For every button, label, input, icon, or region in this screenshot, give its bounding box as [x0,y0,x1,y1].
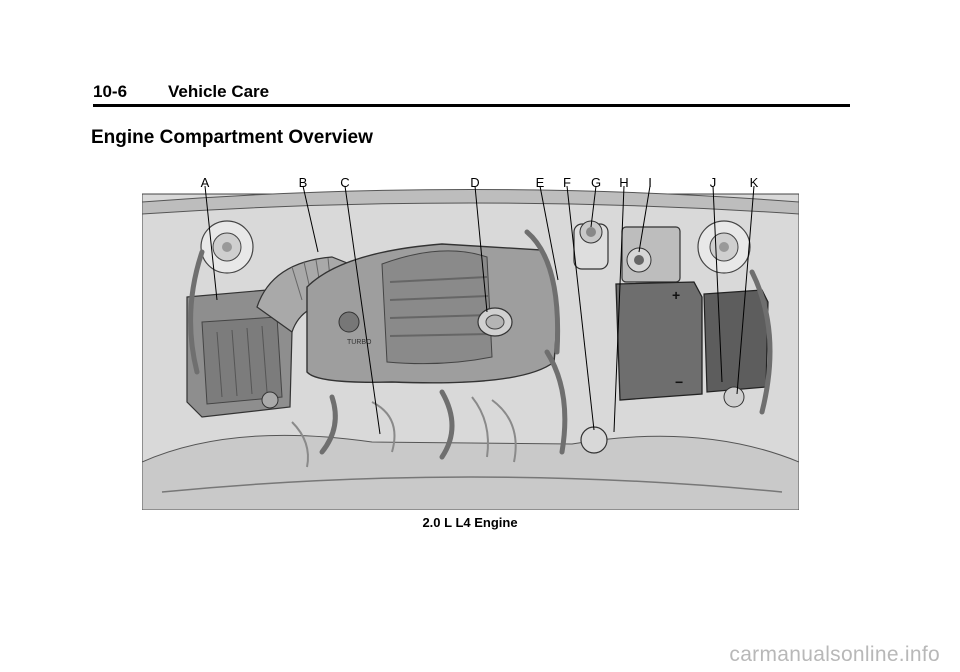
engine-coolant-cap [580,426,608,454]
left-strut-tower [200,220,254,274]
callout-a: A [200,175,210,190]
callout-j: J [709,175,717,190]
callout-k: K [749,175,759,190]
air-cleaner-box [186,289,293,418]
svg-text:−: − [675,374,683,390]
washer-fluid-cap [723,386,745,408]
callout-h: H [619,175,629,190]
brake-fluid-reservoir [621,226,681,283]
site-watermark: carmanualsonline.info [729,643,940,666]
battery: + − [615,281,769,401]
engine-compartment-illustration: TURBO + − [142,172,799,510]
callout-i: I [648,175,652,190]
callout-d: D [470,175,480,190]
callout-e: E [535,175,545,190]
callout-c: C [340,175,350,190]
cover-lettering: TURBO [347,339,372,346]
coolant-reservoir [573,220,609,270]
svg-text:+: + [672,287,680,303]
chapter-title: Vehicle Care [168,82,270,101]
page-number: 10-6 [93,82,128,101]
oil-fill-cap [477,307,513,337]
page-header: 10-6 Vehicle Care [93,82,850,107]
right-strut-tower [697,220,751,274]
engine-cover: TURBO [306,243,557,384]
callout-g: G [590,175,602,190]
figure-caption: 2.0 L L4 Engine [422,515,518,530]
section-title: Engine Compartment Overview [91,127,373,148]
callout-f: F [563,175,571,190]
callout-b: B [298,175,308,190]
